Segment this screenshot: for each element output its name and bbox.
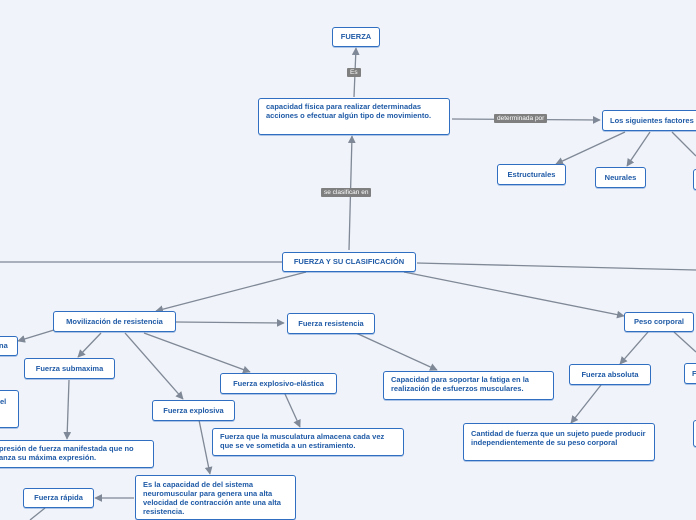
- connector-sistema: [198, 419, 213, 475]
- node-fuerza-explosivo-elastica[interactable]: Fuerza explosivo-elástica: [220, 373, 337, 394]
- connector-peso: [403, 271, 625, 319]
- connector-maxima: [17, 329, 55, 343]
- node-capacidad-fisica[interactable]: capacidad física para realizar determina…: [258, 98, 450, 135]
- connector-offscreen-3: [29, 507, 46, 520]
- connector-almacena: [284, 393, 301, 428]
- node-fuerza-absoluta[interactable]: Fuerza absoluta: [569, 364, 651, 385]
- node-fuerza-almacena[interactable]: Fuerza que la musculatura almacena cada …: [212, 428, 404, 456]
- node-expresion-fuerza[interactable]: presión de fuerza manifestada que no anz…: [0, 440, 154, 468]
- node-cantidad-fuerza[interactable]: Cantidad de fuerza que un sujeto puede p…: [463, 423, 655, 461]
- connector-fatiga: [355, 332, 438, 371]
- connector-cantidad: [570, 384, 602, 424]
- node-fuerza[interactable]: FUERZA: [332, 27, 380, 47]
- connector-movilizacion: [155, 271, 307, 314]
- node-fuerza-submaxima[interactable]: Fuerza submaxima: [24, 358, 115, 379]
- node-capacidad-sistema[interactable]: Es la capacidad de del sistema neuromusc…: [135, 475, 296, 520]
- connector-explosiva: [124, 332, 184, 400]
- link-label-es: Es: [347, 68, 361, 77]
- node-fuerza-clasificacion[interactable]: FUERZA Y SU CLASIFICACIÓN: [282, 252, 416, 272]
- connector-absoluta: [619, 331, 649, 365]
- node-fuerza-explosiva[interactable]: Fuerza explosiva: [152, 400, 235, 421]
- connector-resistencia: [175, 319, 285, 327]
- node-partial-left-el[interactable]: el: [0, 390, 19, 428]
- connector-explosivo-elastica: [143, 332, 251, 374]
- connector-neurales: [626, 131, 651, 167]
- node-fuerza-maxima-partial[interactable]: na: [0, 336, 18, 356]
- connector-offscreen-2: [673, 331, 696, 353]
- node-partial-right-2[interactable]: [693, 420, 696, 447]
- connector-right-offscreen: [416, 262, 696, 271]
- node-fuerza-rapida[interactable]: Fuerza rápida: [23, 488, 94, 508]
- node-neurales[interactable]: Neurales: [595, 167, 646, 188]
- node-fuerza-resistencia[interactable]: Fuerza resistencia: [287, 313, 375, 334]
- link-label-determinada-por: determinada por: [494, 114, 548, 123]
- node-movilizacion-resistencia[interactable]: Movilización de resistencia: [53, 311, 176, 332]
- connector-estructurales: [555, 131, 626, 165]
- node-capacidad-fatiga[interactable]: Capacidad para soportar la fatiga en la …: [383, 371, 554, 400]
- node-peso-corporal[interactable]: Peso corporal: [624, 312, 694, 332]
- node-partial-right-1[interactable]: [693, 169, 696, 190]
- connector-expresion: [63, 379, 72, 440]
- node-siguientes-factores[interactable]: Los siguientes factores: [602, 110, 696, 131]
- node-estructurales[interactable]: Estructurales: [497, 164, 566, 185]
- link-label-se-clasifican-en: se clasifican en: [321, 188, 372, 197]
- node-partial-right-f[interactable]: F: [684, 363, 696, 384]
- connector-submaxima: [77, 332, 102, 358]
- connector-offscreen-1: [671, 131, 696, 157]
